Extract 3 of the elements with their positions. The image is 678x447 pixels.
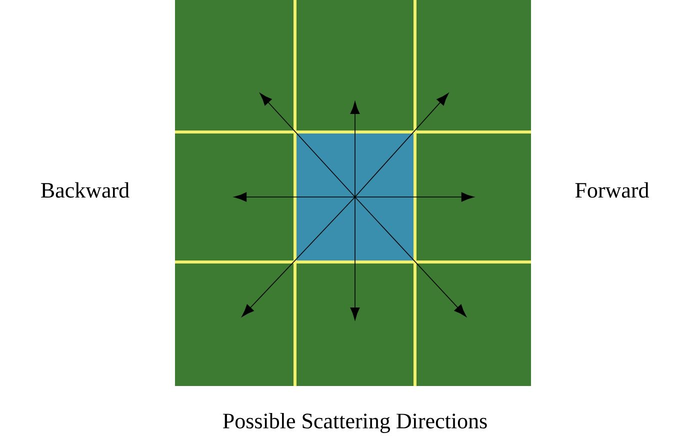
side-label: Backward — [41, 182, 130, 198]
caption: Possible Scattering Directions — [223, 413, 487, 433]
side-label: Forward — [575, 182, 649, 198]
